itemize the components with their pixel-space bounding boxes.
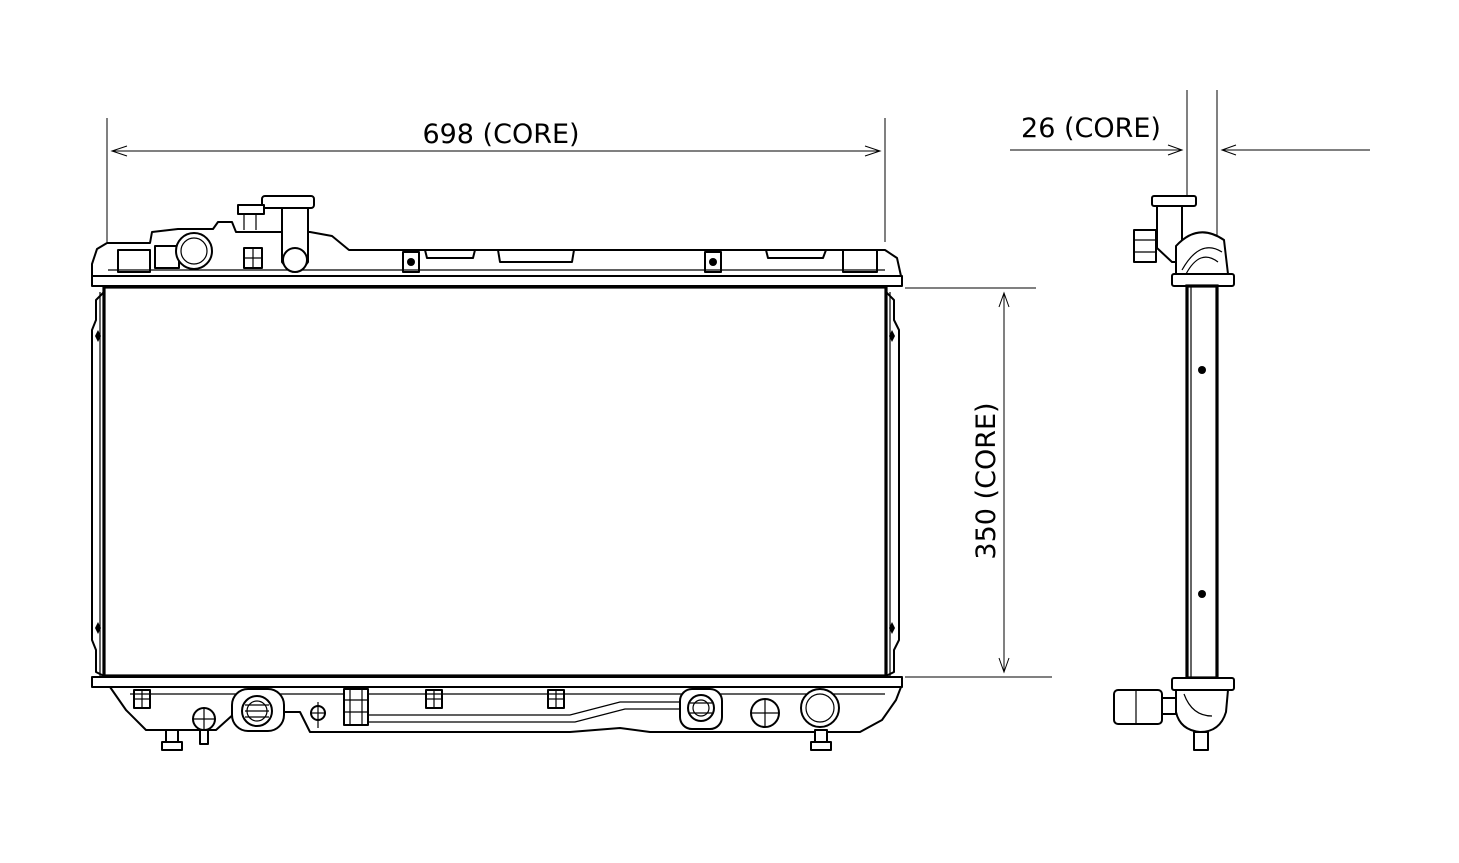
top-mount-boss-2 (402, 251, 420, 273)
oil-cooler-fitting-right (679, 688, 723, 730)
dimension-width-label: 698 (CORE) (422, 119, 579, 150)
top-tank (91, 195, 903, 287)
bottom-mount-boss-3 (547, 689, 565, 709)
top-mount-boss-3 (704, 251, 722, 273)
oil-cooler-fitting-left (343, 688, 369, 726)
lower-outlet-pipe (231, 688, 285, 732)
round-port (800, 688, 840, 728)
filler-neck (154, 232, 213, 270)
bottom-mount-pin-left (161, 729, 183, 751)
side-top-cap (1133, 195, 1235, 287)
dimension-height: 350 (CORE) (905, 287, 1052, 678)
radiator-core (91, 285, 900, 678)
crosshair-fitting (750, 698, 780, 728)
bottom-header-plate (91, 676, 903, 688)
side-view (1113, 195, 1235, 751)
dimension-width: 698 (CORE) (106, 118, 886, 242)
dimension-thickness-label: 26 (CORE) (1021, 113, 1161, 144)
top-header-plate (91, 275, 903, 287)
bottom-mount-boss-2 (425, 689, 443, 709)
front-view (91, 195, 903, 751)
dimension-height-label: 350 (CORE) (971, 402, 1002, 559)
top-mount-boss-1 (243, 247, 263, 269)
dimension-thickness: 26 (CORE) (1010, 90, 1370, 236)
side-bottom-tank (1113, 677, 1235, 751)
bottom-mount-boss-1 (133, 689, 151, 709)
drain-plug (192, 707, 216, 745)
small-fitting (310, 702, 326, 728)
bottom-tank (91, 676, 903, 751)
bottom-mount-pin-right (810, 729, 832, 751)
side-core (1185, 284, 1219, 680)
upper-inlet-pipe (237, 195, 315, 273)
